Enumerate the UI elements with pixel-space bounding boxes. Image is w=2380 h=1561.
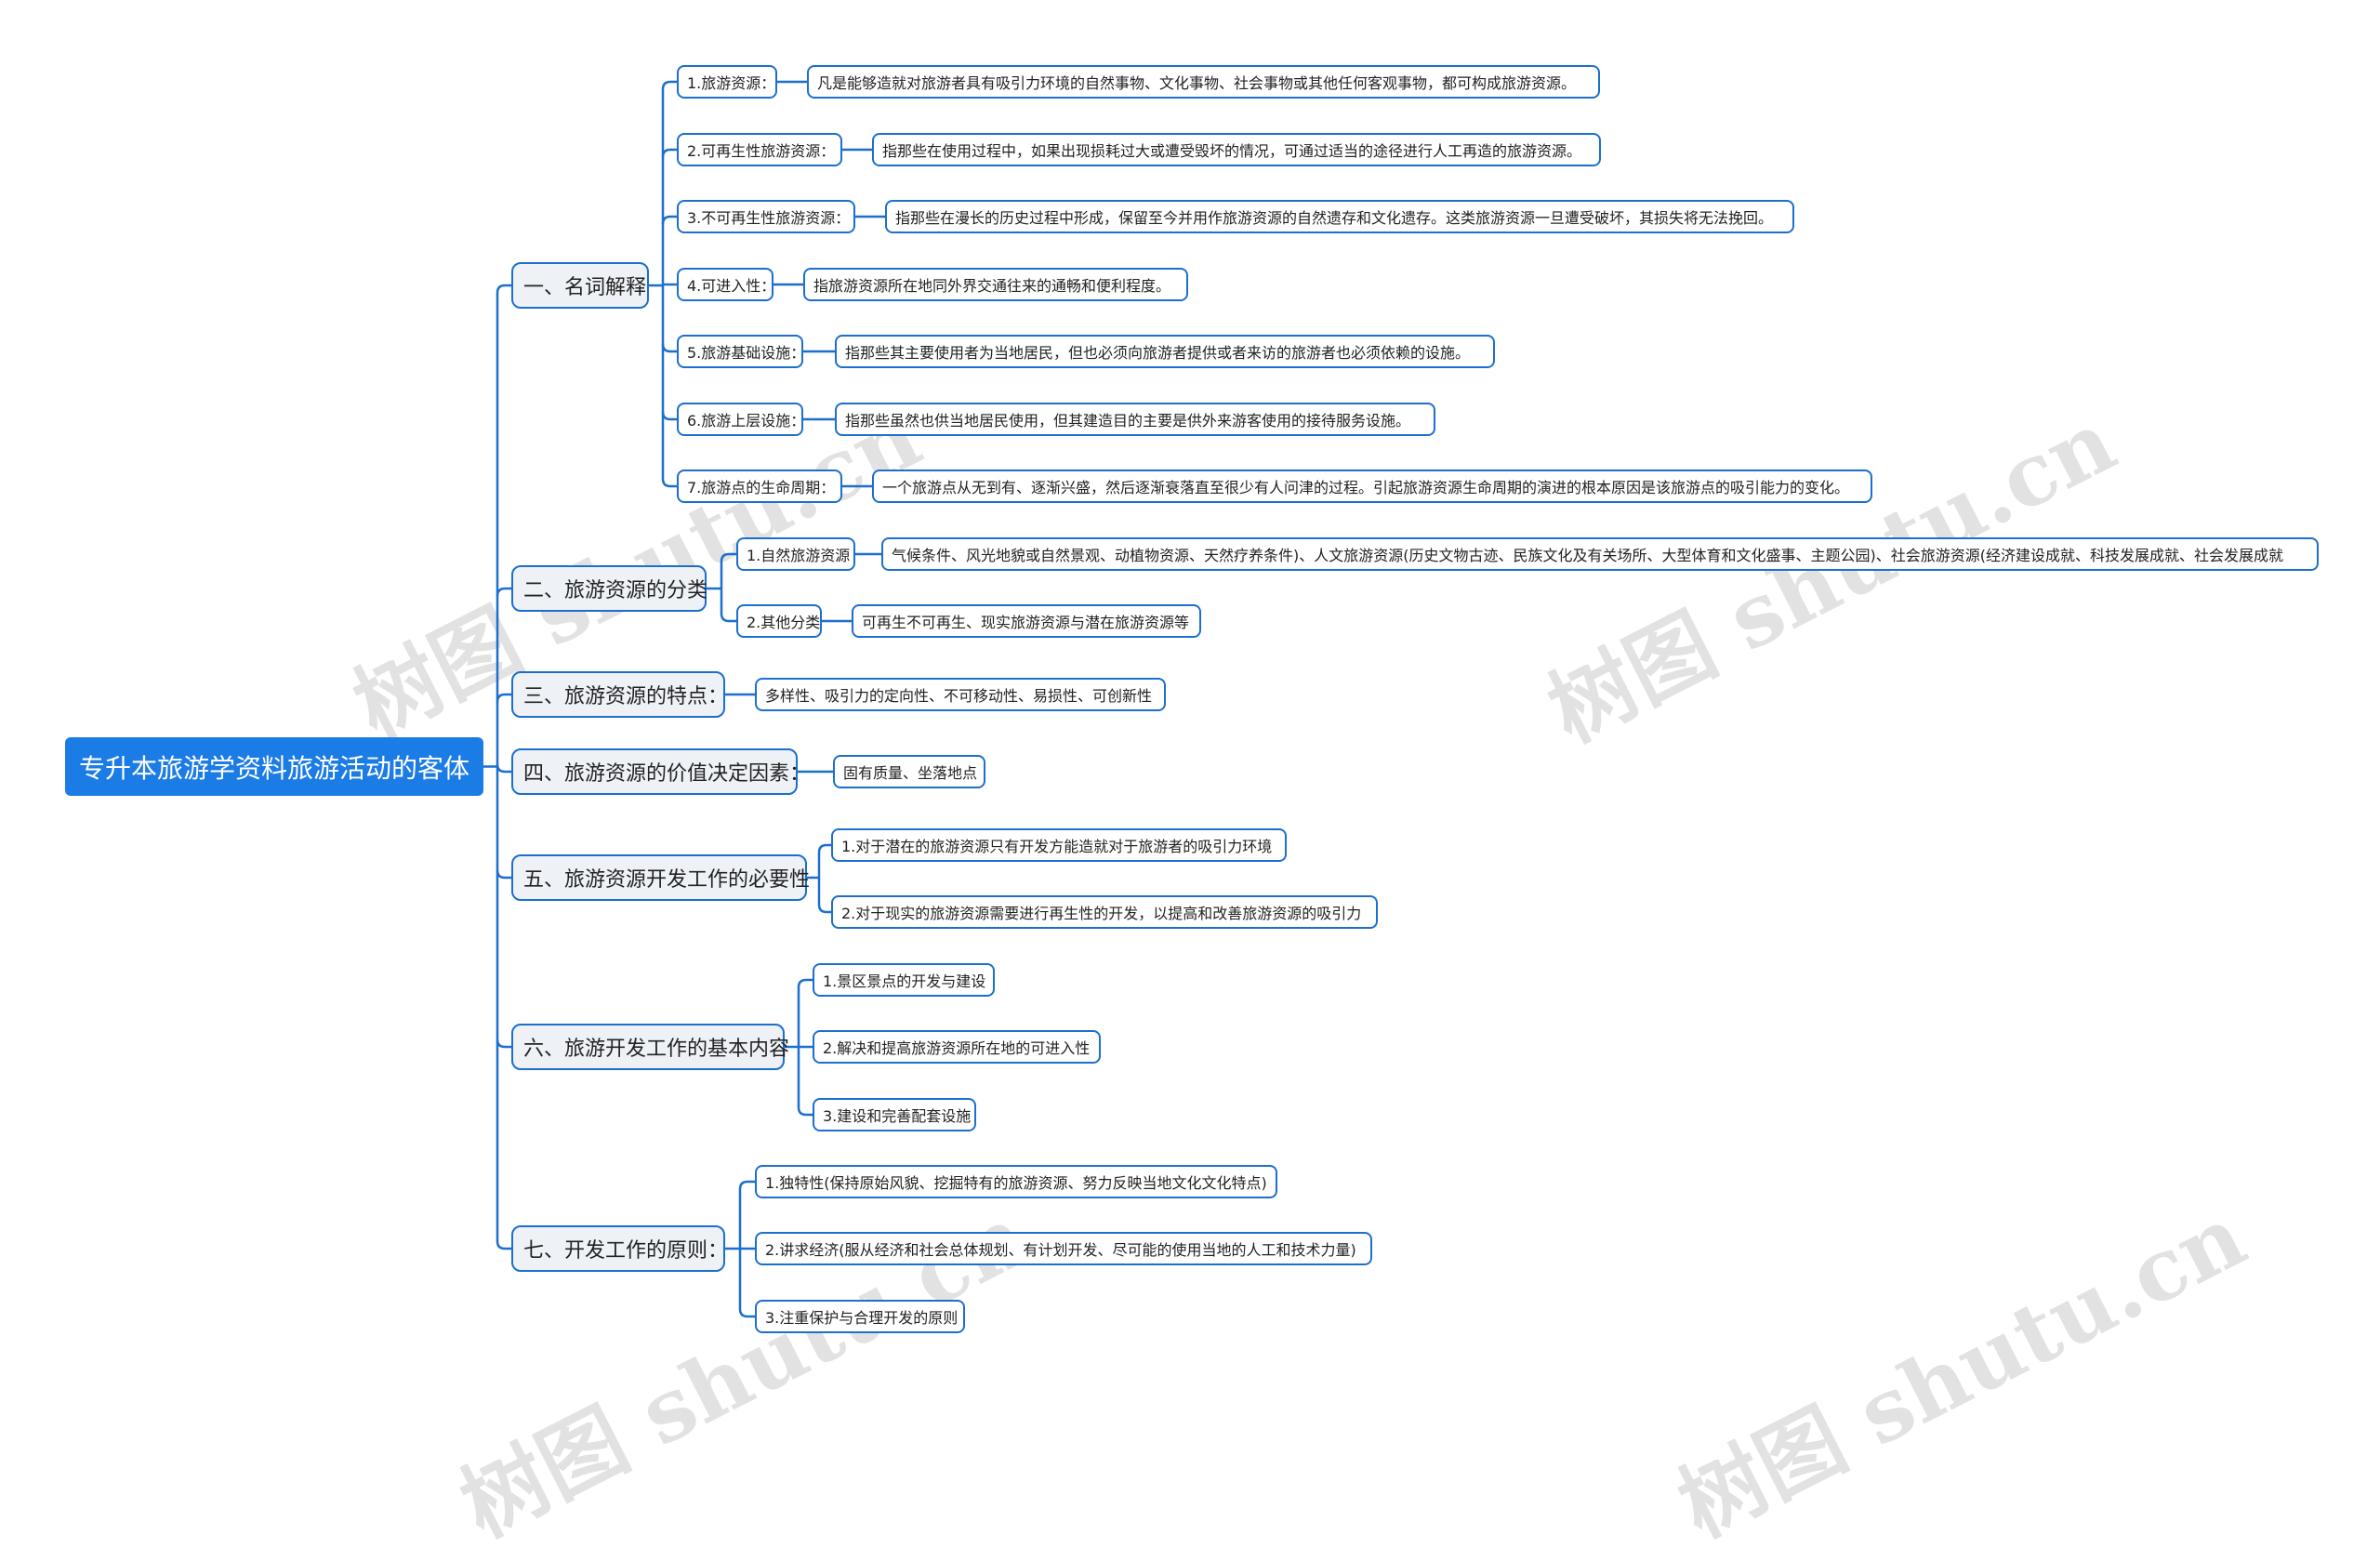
branch-1-term[interactable]: 3.不可再生性旅游资源：	[677, 200, 855, 233]
mindmap-canvas: 树图 shutu.cn 树图 shutu.cn 树图 shutu.cn 树图 s…	[65, 65, 2319, 1556]
branch-1-term[interactable]: 7.旅游点的生命周期：	[677, 470, 842, 503]
branch-7-item[interactable]: 2.讲求经济(服从经济和社会总体规划、有计划开发、尽可能的使用当地的人工和技术力…	[755, 1232, 1372, 1265]
connector-line	[496, 1038, 511, 1049]
branch-6-item[interactable]: 1.景区景点的开发与建设	[813, 963, 995, 997]
connector-line	[720, 613, 736, 623]
branch-1-definition[interactable]: 指那些虽然也供当地居民使用，但其建造目的主要是供外来游客使用的接待服务设施。	[835, 403, 1435, 436]
branch-7-item[interactable]: 3.注重保护与合理开发的原则	[755, 1300, 965, 1333]
branch-5-item[interactable]: 1.对于潜在的旅游资源只有开发方能造就对于旅游者的吸引力环境	[831, 828, 1287, 862]
connector-line	[738, 1308, 755, 1318]
branch-2-detail[interactable]: 气候条件、风光地貌或自然景观、动植物资源、天然疗养条件)、人文旅游资源(历史文物…	[881, 537, 2319, 571]
connector-line	[797, 978, 813, 988]
connector-line	[661, 343, 677, 353]
branch-3-topic[interactable]: 三、旅游资源的特点：	[511, 671, 728, 718]
branch-2-item[interactable]: 1.自然旅游资源	[736, 537, 855, 571]
branch-3-detail[interactable]: 多样性、吸引力的定向性、不可移动性、易损性、可创新性	[755, 678, 1166, 711]
branch-1-definition[interactable]: 凡是能够造就对旅游者具有吸引力环境的自然事物、文化事物、社会事物或其他任何客观事…	[807, 65, 1600, 99]
branch-5-item[interactable]: 2.对于现实的旅游资源需要进行再生性的开发，以提高和改善旅游资源的吸引力	[831, 895, 1378, 929]
branch-1-term[interactable]: 5.旅游基础设施：	[677, 335, 805, 368]
branch-6-topic[interactable]: 六、旅游开发工作的基本内容	[511, 1024, 789, 1070]
connector-lines	[483, 80, 885, 1318]
connector-line	[496, 284, 511, 294]
branch-7-item[interactable]: 1.独特性(保持原始风貌、挖掘特有的旅游资源、努力反映当地文化文化特点)	[755, 1165, 1277, 1198]
connector-line	[496, 763, 511, 774]
connector-line	[720, 552, 736, 562]
root-topic[interactable]: 专升本旅游学资料旅游活动的客体	[65, 737, 483, 796]
connector-line	[496, 693, 511, 703]
branch-4-topic[interactable]: 四、旅游资源的价值决定因素：	[511, 748, 810, 795]
connector-line	[817, 843, 831, 853]
connector-line	[496, 587, 511, 597]
branch-2-item[interactable]: 2.其他分类	[736, 604, 822, 638]
branch-5-topic[interactable]: 五、旅游资源开发工作的必要性	[511, 854, 810, 901]
branch-6-item[interactable]: 2.解决和提高旅游资源所在地的可进入性	[813, 1030, 1101, 1064]
branch-4-detail[interactable]: 固有质量、坐落地点	[833, 755, 985, 788]
branch-1-definition[interactable]: 指那些在漫长的历史过程中形成，保留至今并用作旅游资源的自然遗存和文化遗存。这类旅…	[885, 200, 1794, 233]
branch-1-term[interactable]: 6.旅游上层设施：	[677, 403, 805, 436]
connector-line	[661, 411, 677, 421]
connector-line	[661, 148, 677, 158]
branch-1-definition[interactable]: 指那些在使用过程中，如果出现损耗过大或遭受毁坏的情况，可通过适当的途径进行人工再…	[872, 133, 1601, 166]
branch-1-term[interactable]: 2.可再生性旅游资源：	[677, 133, 842, 166]
connector-line	[797, 1106, 813, 1117]
branch-2-detail[interactable]: 可再生不可再生、现实旅游资源与潜在旅游资源等	[852, 604, 1201, 638]
branch-1-definition[interactable]: 指那些其主要使用者为当地居民，但也必须向旅游者提供或者来访的旅游者也必须依赖的设…	[835, 335, 1495, 368]
branch-1-topic[interactable]: 一、名词解释	[511, 262, 649, 309]
connector-line	[661, 215, 677, 225]
branch-6-item[interactable]: 3.建设和完善配套设施	[813, 1098, 976, 1131]
connector-line	[496, 869, 511, 880]
connector-line	[738, 1180, 755, 1190]
branch-7-topic[interactable]: 七、开发工作的原则：	[511, 1225, 728, 1272]
branch-1-term[interactable]: 1.旅游资源：	[677, 65, 777, 99]
connector-line	[661, 80, 677, 90]
connector-line	[817, 904, 831, 914]
connector-line	[661, 478, 677, 488]
connector-line	[496, 1240, 511, 1250]
branch-1-definition[interactable]: 一个旅游点从无到有、逐渐兴盛，然后逐渐衰落直至很少有人问津的过程。引起旅游资源生…	[872, 470, 1872, 503]
branch-1-definition[interactable]: 指旅游资源所在地同外界交通往来的通畅和便利程度。	[803, 268, 1188, 301]
branch-2-topic[interactable]: 二、旅游资源的分类	[511, 565, 707, 612]
branch-1-term[interactable]: 4.可进入性：	[677, 268, 775, 301]
